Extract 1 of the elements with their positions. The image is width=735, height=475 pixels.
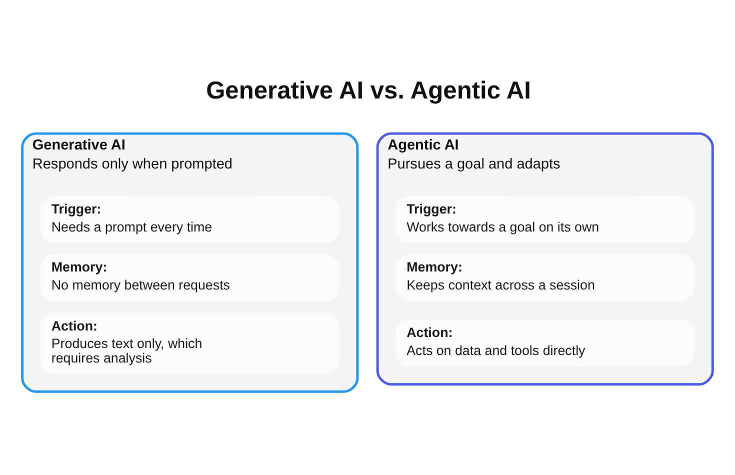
diagram-title: Generative AI vs. Agentic AI <box>206 76 531 104</box>
